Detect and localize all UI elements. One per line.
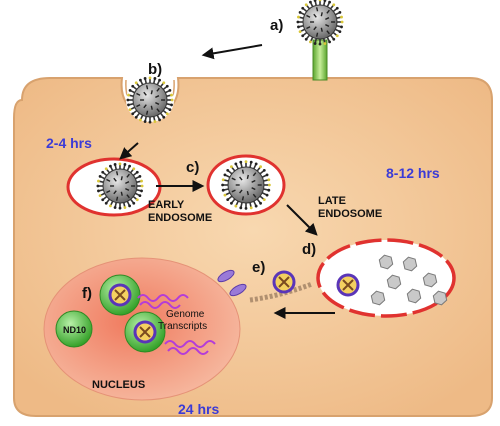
nd10-body bbox=[55, 310, 93, 348]
viral-genome-1 bbox=[108, 283, 132, 307]
step-label-d: d) bbox=[302, 241, 316, 258]
virus-particle-extracellular bbox=[296, 0, 344, 46]
transcript-1 bbox=[137, 294, 189, 302]
microtubule bbox=[249, 281, 313, 303]
virus-particle-vesicle-2 bbox=[221, 160, 271, 210]
nd10-label: ND10 bbox=[63, 325, 86, 335]
virus-particle-pit bbox=[126, 76, 174, 124]
capsid-late-endosome bbox=[336, 273, 360, 297]
transcripts-label: Transcripts bbox=[158, 321, 207, 332]
early-endosome-label-1: EARLY bbox=[148, 199, 185, 211]
step-label-f: f) bbox=[82, 285, 92, 302]
late-endosome-label-2: ENDOSOME bbox=[318, 208, 382, 220]
time-label-24: 24 hrs bbox=[178, 401, 219, 417]
transcript-3 bbox=[164, 340, 216, 348]
early-endosome-label-2: ENDOSOME bbox=[148, 212, 212, 224]
viral-genome-2 bbox=[133, 320, 157, 344]
genome-label: Genome bbox=[166, 309, 205, 320]
capsid-fragments bbox=[370, 254, 448, 306]
nuclear-pore-2 bbox=[229, 283, 247, 297]
transcript-4 bbox=[167, 347, 209, 355]
surface-receptor bbox=[312, 39, 328, 81]
step-label-c: c) bbox=[186, 159, 199, 176]
step-label-e: e) bbox=[252, 259, 265, 276]
step-label-a: a) bbox=[270, 17, 283, 34]
arrow-attach-to-entry bbox=[201, 44, 263, 60]
arrow-to-late-endosome bbox=[286, 204, 318, 236]
virus-particle-vesicle-1 bbox=[96, 162, 144, 210]
nuclear-pore-1 bbox=[217, 269, 235, 283]
capsid-transport bbox=[272, 270, 296, 294]
nucleus-label: NUCLEUS bbox=[92, 379, 145, 391]
arrow-pit-to-vesicle bbox=[119, 142, 139, 160]
time-label-8-12: 8-12 hrs bbox=[386, 165, 440, 181]
time-label-2-4: 2-4 hrs bbox=[46, 135, 92, 151]
late-endosome-label-1: LATE bbox=[318, 195, 346, 207]
step-label-b: b) bbox=[148, 61, 162, 78]
transcript-2 bbox=[139, 301, 181, 309]
